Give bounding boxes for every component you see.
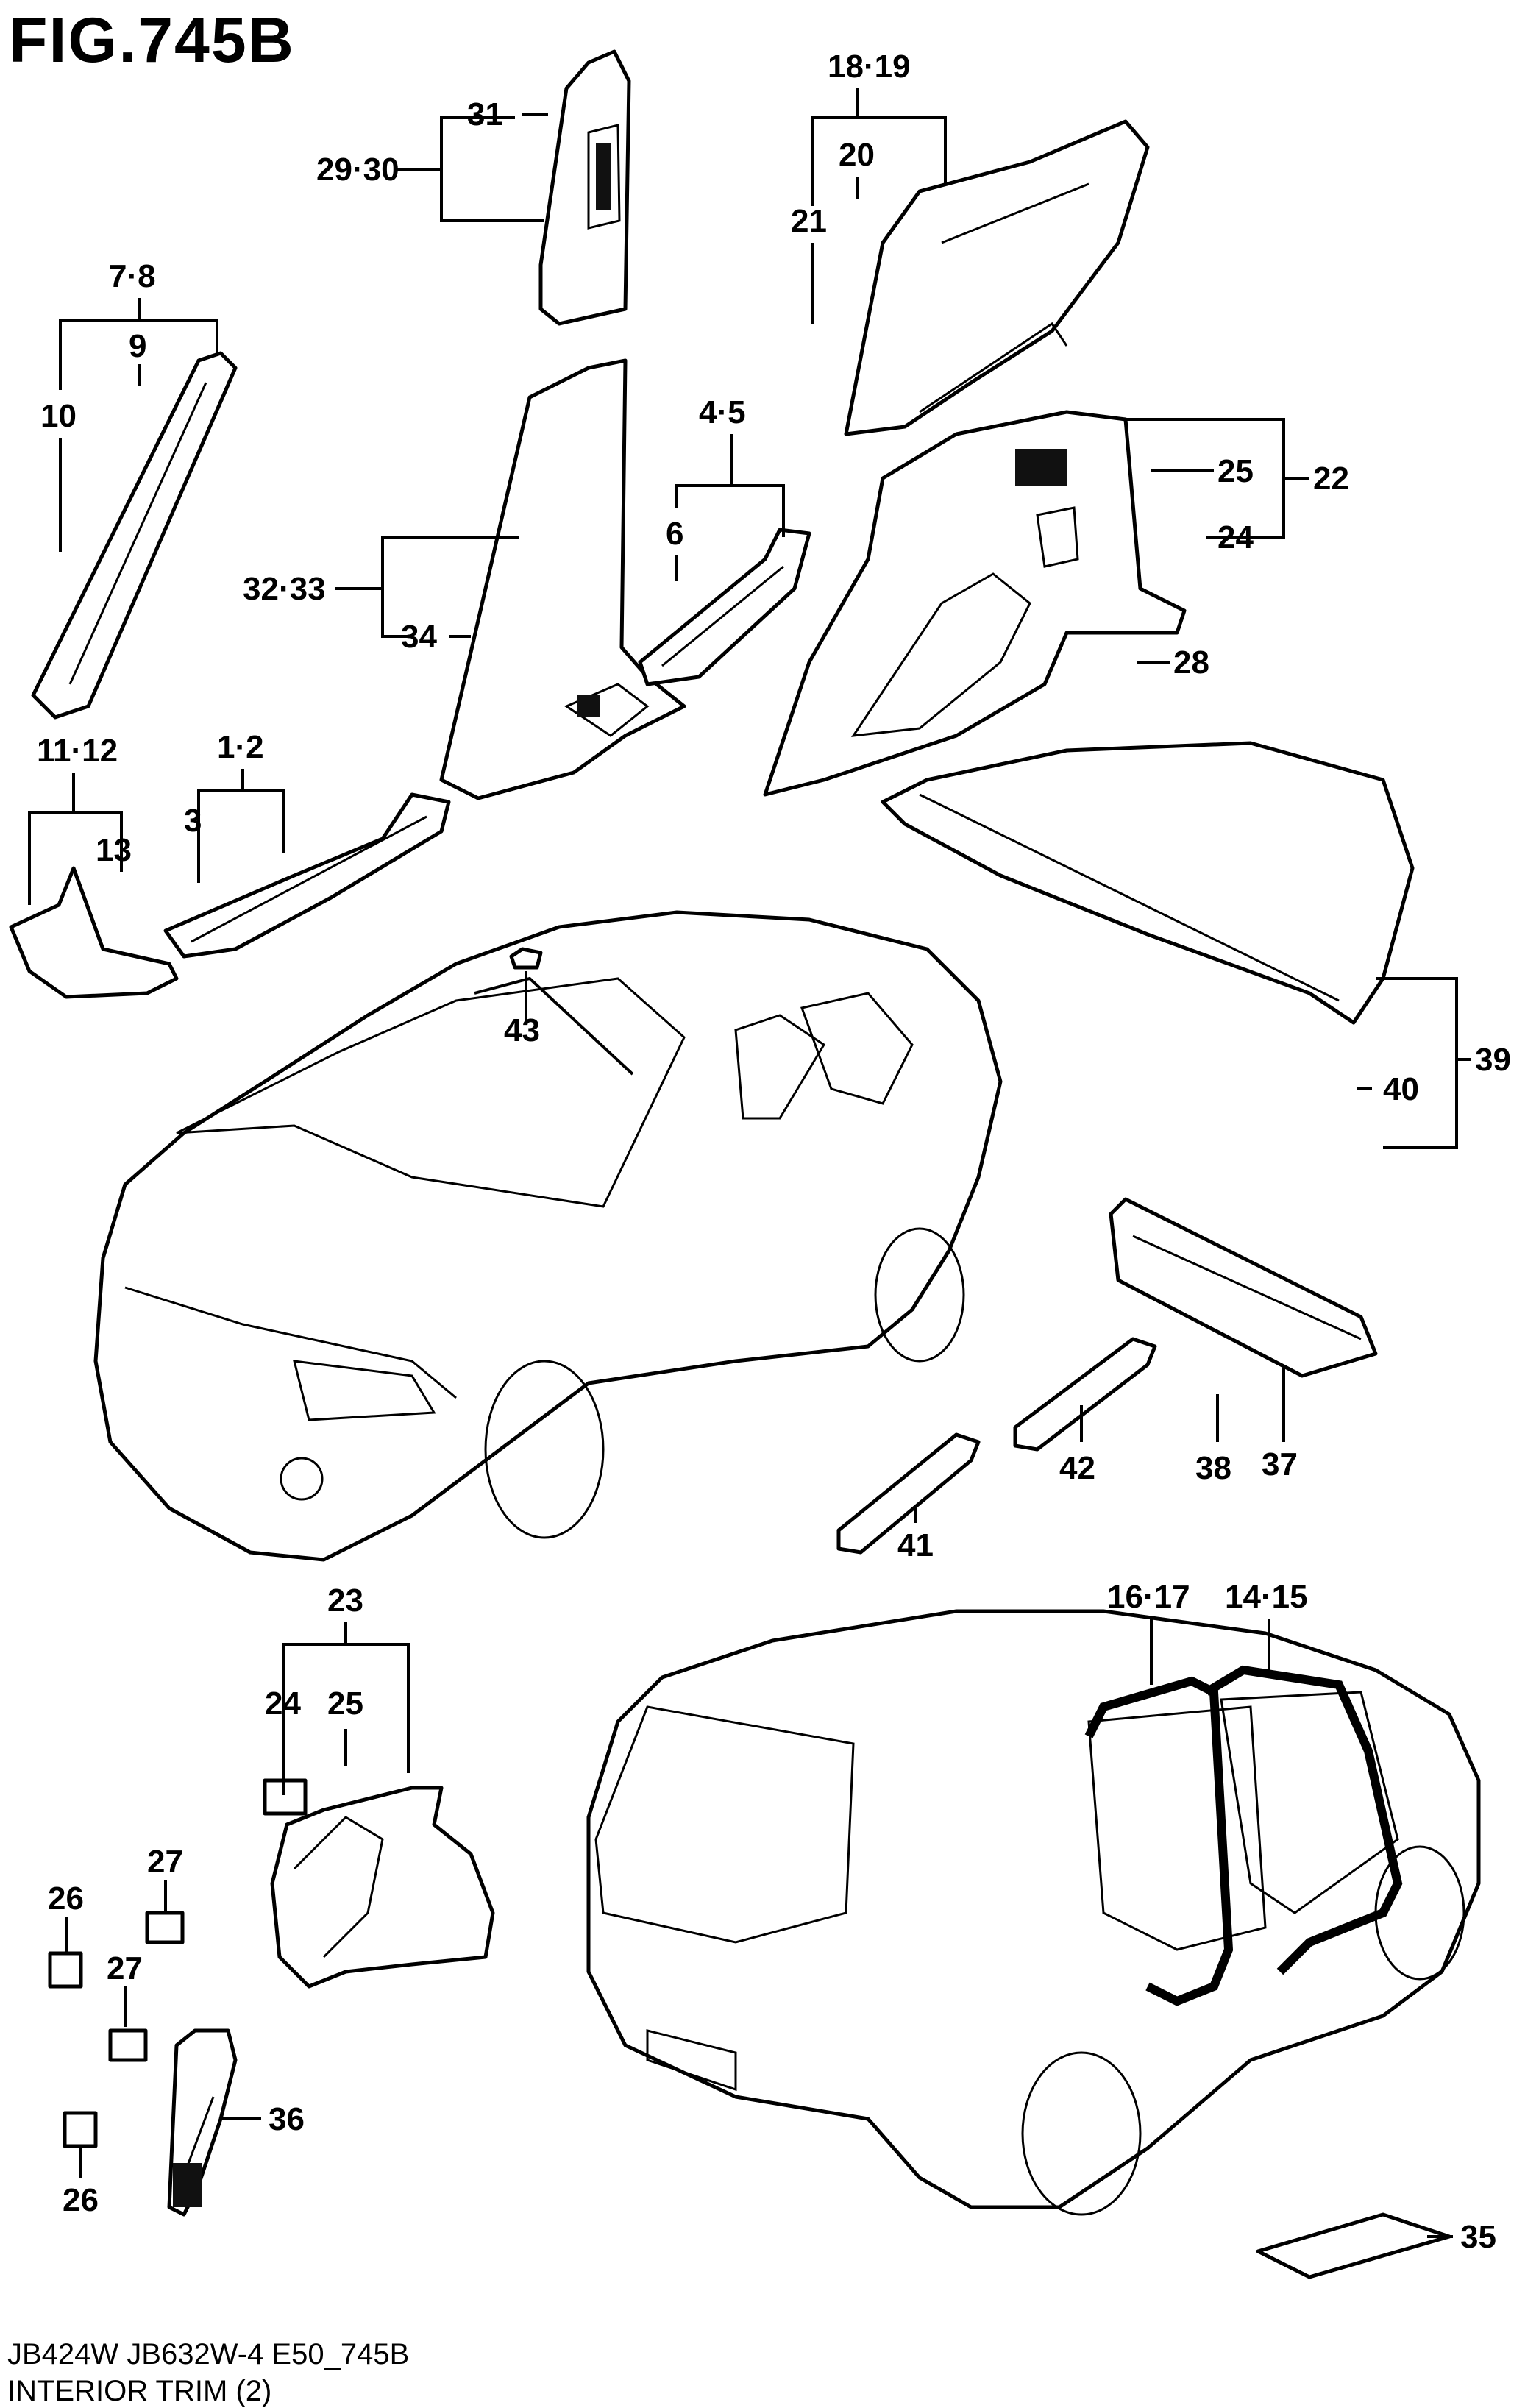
quarter-trim-upper-18-19 [844,119,1150,436]
footer-code: JB424W JB632W-4 E50_745B [7,2338,410,2370]
callout-20: 20 [839,137,875,173]
callout-29-30: 29·30 [316,152,399,188]
step-trim-4-5 [638,528,811,686]
callout-42: 42 [1059,1450,1095,1486]
b-pillar-trim-32-33 [439,358,686,800]
callout-40: 40 [1383,1071,1419,1107]
callout-35: 35 [1460,2219,1496,2255]
footer-title: INTERIOR TRIM (2) [7,2375,272,2407]
callout-32-33: 32·33 [243,571,326,607]
callout-27-upper: 27 [147,1844,183,1880]
callout-24-lower: 24 [265,1686,301,1722]
callout-41: 41 [897,1527,934,1563]
callout-39: 39 [1475,1042,1511,1078]
a-pillar-trim-7-8 [31,351,238,720]
sill-trim-1-2 [163,792,451,959]
callout-37: 37 [1262,1446,1298,1482]
weatherstrip-14-15 [1204,1665,1403,1975]
figure-title: FIG.745B [9,5,295,76]
callout-9: 9 [129,328,146,364]
callout-26-upper: 26 [48,1880,84,1917]
grab-handle-41 [836,1432,981,1555]
callout-7-8: 7·8 [109,258,156,294]
vehicle-front-view [93,910,1003,1562]
quarter-inner-trim-23 [270,1786,495,1989]
callout-1-2: 1·2 [217,729,264,765]
callout-6: 6 [666,516,683,552]
callout-26-lower: 26 [63,2182,99,2218]
pillar-trim-29-30 [538,49,631,326]
callout-24-upper: 24 [1217,519,1254,555]
callout-4-5: 4·5 [699,394,746,430]
clip-26-upper [48,1951,83,1989]
clip-24-lower [263,1778,308,1816]
kick-panel-11-12 [9,866,179,999]
sill-plate-35 [1256,2212,1451,2279]
callout-14-15: 14·15 [1225,1579,1308,1615]
callout-23: 23 [327,1583,363,1619]
callout-43: 43 [504,1012,540,1048]
vehicle-rear-view [586,1609,1481,2216]
callout-34: 34 [401,619,437,655]
clip-26-lower [63,2111,98,2148]
callout-38: 38 [1195,1450,1231,1486]
callout-27-lower: 27 [107,1950,143,1986]
callout-21: 21 [791,203,827,239]
callout-11-12: 11·12 [37,733,118,769]
clip-43 [509,947,543,970]
leader-lines [28,88,1471,2238]
clip-27-lower [108,2028,148,2062]
callout-31: 31 [467,96,503,132]
callout-10: 10 [40,398,77,434]
callout-28: 28 [1173,644,1209,681]
cargo-shelf-39 [881,741,1415,1025]
quarter-trim-lower-22 [763,410,1187,797]
callout-25-lower: 25 [327,1686,363,1722]
rear-trim-37 [1109,1197,1378,1378]
callout-18-19: 18·19 [828,49,911,85]
callout-36: 36 [269,2101,305,2137]
callout-16-17: 16·17 [1107,1579,1190,1615]
callout-13: 13 [96,832,132,868]
weatherstrip-16-17 [1084,1676,1234,2006]
callout-22: 22 [1313,461,1349,497]
callout-25-upper: 25 [1217,453,1254,489]
callout-3: 3 [184,803,202,839]
grab-handle-42 [1013,1337,1157,1452]
clip-27-upper [145,1911,185,1944]
side-trim-36 [167,2028,238,2217]
